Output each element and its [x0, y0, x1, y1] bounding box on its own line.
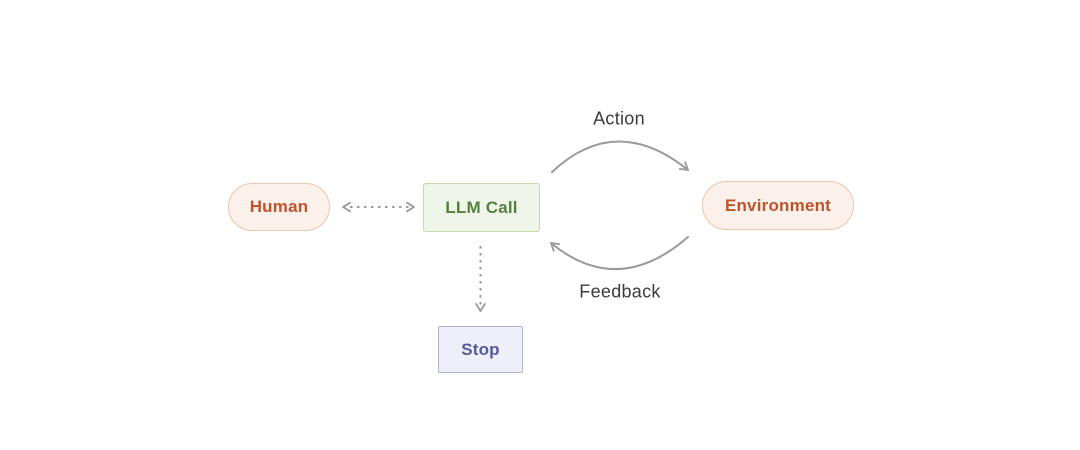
node-llm-call: LLM Call — [423, 183, 540, 232]
node-stop: Stop — [438, 326, 523, 373]
action-arrow — [551, 140, 689, 173]
node-environment: Environment — [702, 181, 854, 230]
node-human-label: Human — [249, 197, 309, 216]
node-stop-label: Stop — [461, 339, 500, 359]
node-llm-call-label: LLM Call — [445, 197, 518, 217]
feedback-arrow — [550, 236, 689, 271]
feedback-edge-label: Feedback — [579, 281, 661, 302]
node-environment-label: Environment — [724, 195, 832, 215]
action-edge-label: Action — [593, 108, 645, 129]
node-human: Human — [228, 183, 330, 231]
